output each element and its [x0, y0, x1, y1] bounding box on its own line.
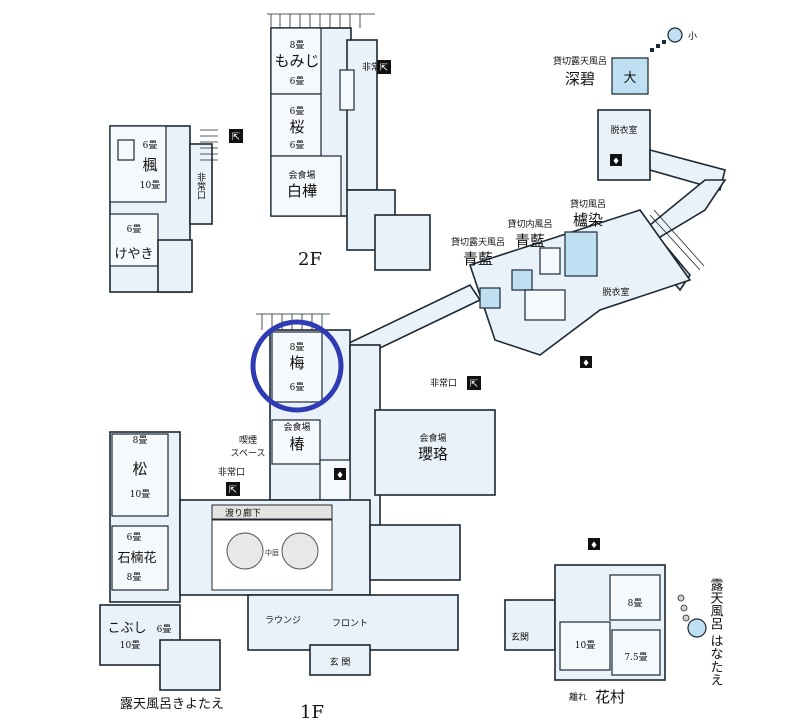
bath-shinpeki-label[interactable]: 深碧 — [565, 70, 595, 88]
svg-text:⇱: ⇱ — [232, 132, 240, 143]
smoking-line1: 喫煙 — [239, 434, 257, 446]
kobushi-right-size: 6畳 — [157, 624, 172, 635]
sakura-top-size: 6畳 — [290, 106, 305, 117]
room-sakura-label[interactable]: 桜 — [289, 118, 304, 136]
kobushi-bottom-size: 10畳 — [120, 640, 140, 651]
svg-text:♦: ♦ — [590, 541, 598, 551]
kaede-top-size: 6畳 — [143, 140, 158, 151]
ume-highlight-circle — [250, 319, 344, 413]
bath-seiran-in-label[interactable]: 青藍 — [515, 232, 545, 250]
seiran-in-sub: 貸切内風呂 — [507, 218, 552, 230]
emergency-exit-icon: ⇱ — [377, 60, 391, 74]
restroom-icon: ♦ — [580, 356, 592, 369]
bath-kunsen-label[interactable]: 櫨染 — [573, 211, 603, 229]
kiyotae-bath-label[interactable]: 露天風呂きよたえ — [120, 697, 224, 712]
bath-complex-middle — [468, 209, 692, 356]
corridor-label: 渡り廊下 — [225, 507, 261, 519]
hanamura-r2-size: 10畳 — [575, 640, 595, 651]
matsu-top-size: 8畳 — [133, 435, 148, 446]
bath-shinpeki — [597, 27, 727, 242]
hanatae-bath-label[interactable]: 露天風呂 はなたえ — [708, 578, 724, 687]
annex-hanamura-label[interactable]: 花村 — [595, 688, 625, 706]
hanamura-r1-size: 8畳 — [628, 598, 643, 609]
block-1f-main — [99, 313, 496, 691]
block-2f-left — [109, 125, 218, 293]
lounge-label: ラウンジ — [265, 615, 301, 626]
tsubaki-sub: 会食場 — [283, 421, 310, 433]
floor-1f-label: 1F — [300, 702, 324, 723]
floor-2f-label: 2F — [298, 249, 322, 270]
shinpeki-sub: 貸切露天風呂 — [553, 55, 607, 67]
svg-text:♦: ♦ — [336, 471, 344, 481]
datsuishitsu-mid-label: 脱衣室 — [602, 286, 629, 298]
annex-hanamura — [504, 564, 707, 681]
room-shirakaba-label[interactable]: 白樺 — [287, 182, 317, 200]
keyaki-top-size: 6畳 — [127, 224, 142, 235]
kunsen-sub: 貸切風呂 — [570, 198, 606, 210]
front-desk-label: フロント — [332, 619, 368, 629]
entrance-label: 玄 関 — [330, 656, 351, 668]
svg-text:♦: ♦ — [612, 157, 620, 167]
ume-bottom-size: 6畳 — [290, 382, 305, 393]
momiji-bottom-size: 6畳 — [290, 76, 305, 87]
room-ume-label[interactable]: 梅 — [289, 354, 304, 372]
svg-text:⇱: ⇱ — [229, 485, 237, 496]
restroom-icon: ♦ — [610, 154, 622, 167]
room-shakunage-label[interactable]: 石楠花 — [117, 550, 156, 566]
room-tsubaki-label[interactable]: 椿 — [289, 435, 304, 453]
room-yoraku-label[interactable]: 瓔珞 — [418, 445, 448, 463]
kaede-bottom-size: 10畳 — [140, 180, 160, 191]
shinpeki-big-label: 大 — [623, 71, 636, 86]
emergency-exit-icon: ⇱ — [226, 482, 240, 496]
matsu-bottom-size: 10畳 — [130, 489, 150, 500]
svg-text:非常口: 非常口 — [195, 171, 206, 199]
room-matsu-label[interactable]: 松 — [132, 460, 147, 478]
sakura-bottom-size: 6畳 — [290, 140, 305, 151]
shinpeki-small-label: 小 — [688, 31, 697, 42]
ume-top-size: 8畳 — [290, 342, 305, 353]
shirakaba-sub: 会食場 — [288, 169, 315, 181]
courtyard-trees — [226, 532, 319, 570]
emergency-exit-icon: ⇱ — [467, 376, 481, 390]
courtyard-label: 中庭 — [265, 548, 279, 557]
block-2f-center — [267, 13, 431, 271]
emergency-exit-1f-label: 非常口 — [218, 466, 245, 478]
room-kobushi-label[interactable]: こぶし — [107, 621, 146, 636]
hanamura-entrance-label: 玄関 — [511, 631, 529, 643]
momiji-top-size: 8畳 — [290, 40, 305, 51]
seiran-out-sub: 貸切露天風呂 — [451, 236, 505, 248]
emergency-exit-icon: ⇱ — [229, 129, 243, 143]
smoking-line2: スペース — [231, 449, 266, 459]
emergency-exit-2f-left-label: 非常口 — [195, 171, 206, 199]
restroom-icon: ♦ — [334, 468, 346, 481]
hanamura-sub: 離れ — [569, 691, 587, 703]
restroom-icon: ♦ — [588, 538, 600, 551]
svg-text:⇱: ⇱ — [380, 63, 388, 74]
shakunage-top-size: 6畳 — [127, 532, 142, 543]
hanamura-r3-size: 7.5畳 — [624, 652, 647, 663]
room-keyaki-label[interactable]: けやき — [114, 247, 153, 262]
datsuishitsu-top-label: 脱衣室 — [610, 124, 637, 136]
yoraku-sub: 会食場 — [419, 432, 446, 444]
room-kaede-label[interactable]: 楓 — [142, 156, 157, 174]
bath-seiran-out-label[interactable]: 青藍 — [463, 250, 493, 268]
shakunage-bottom-size: 8畳 — [127, 572, 142, 583]
svg-text:⇱: ⇱ — [470, 379, 478, 390]
room-momiji-label[interactable]: もみじ — [274, 52, 319, 70]
svg-text:♦: ♦ — [582, 359, 590, 369]
emergency-exit-mid-label: 非常口 — [430, 377, 457, 389]
